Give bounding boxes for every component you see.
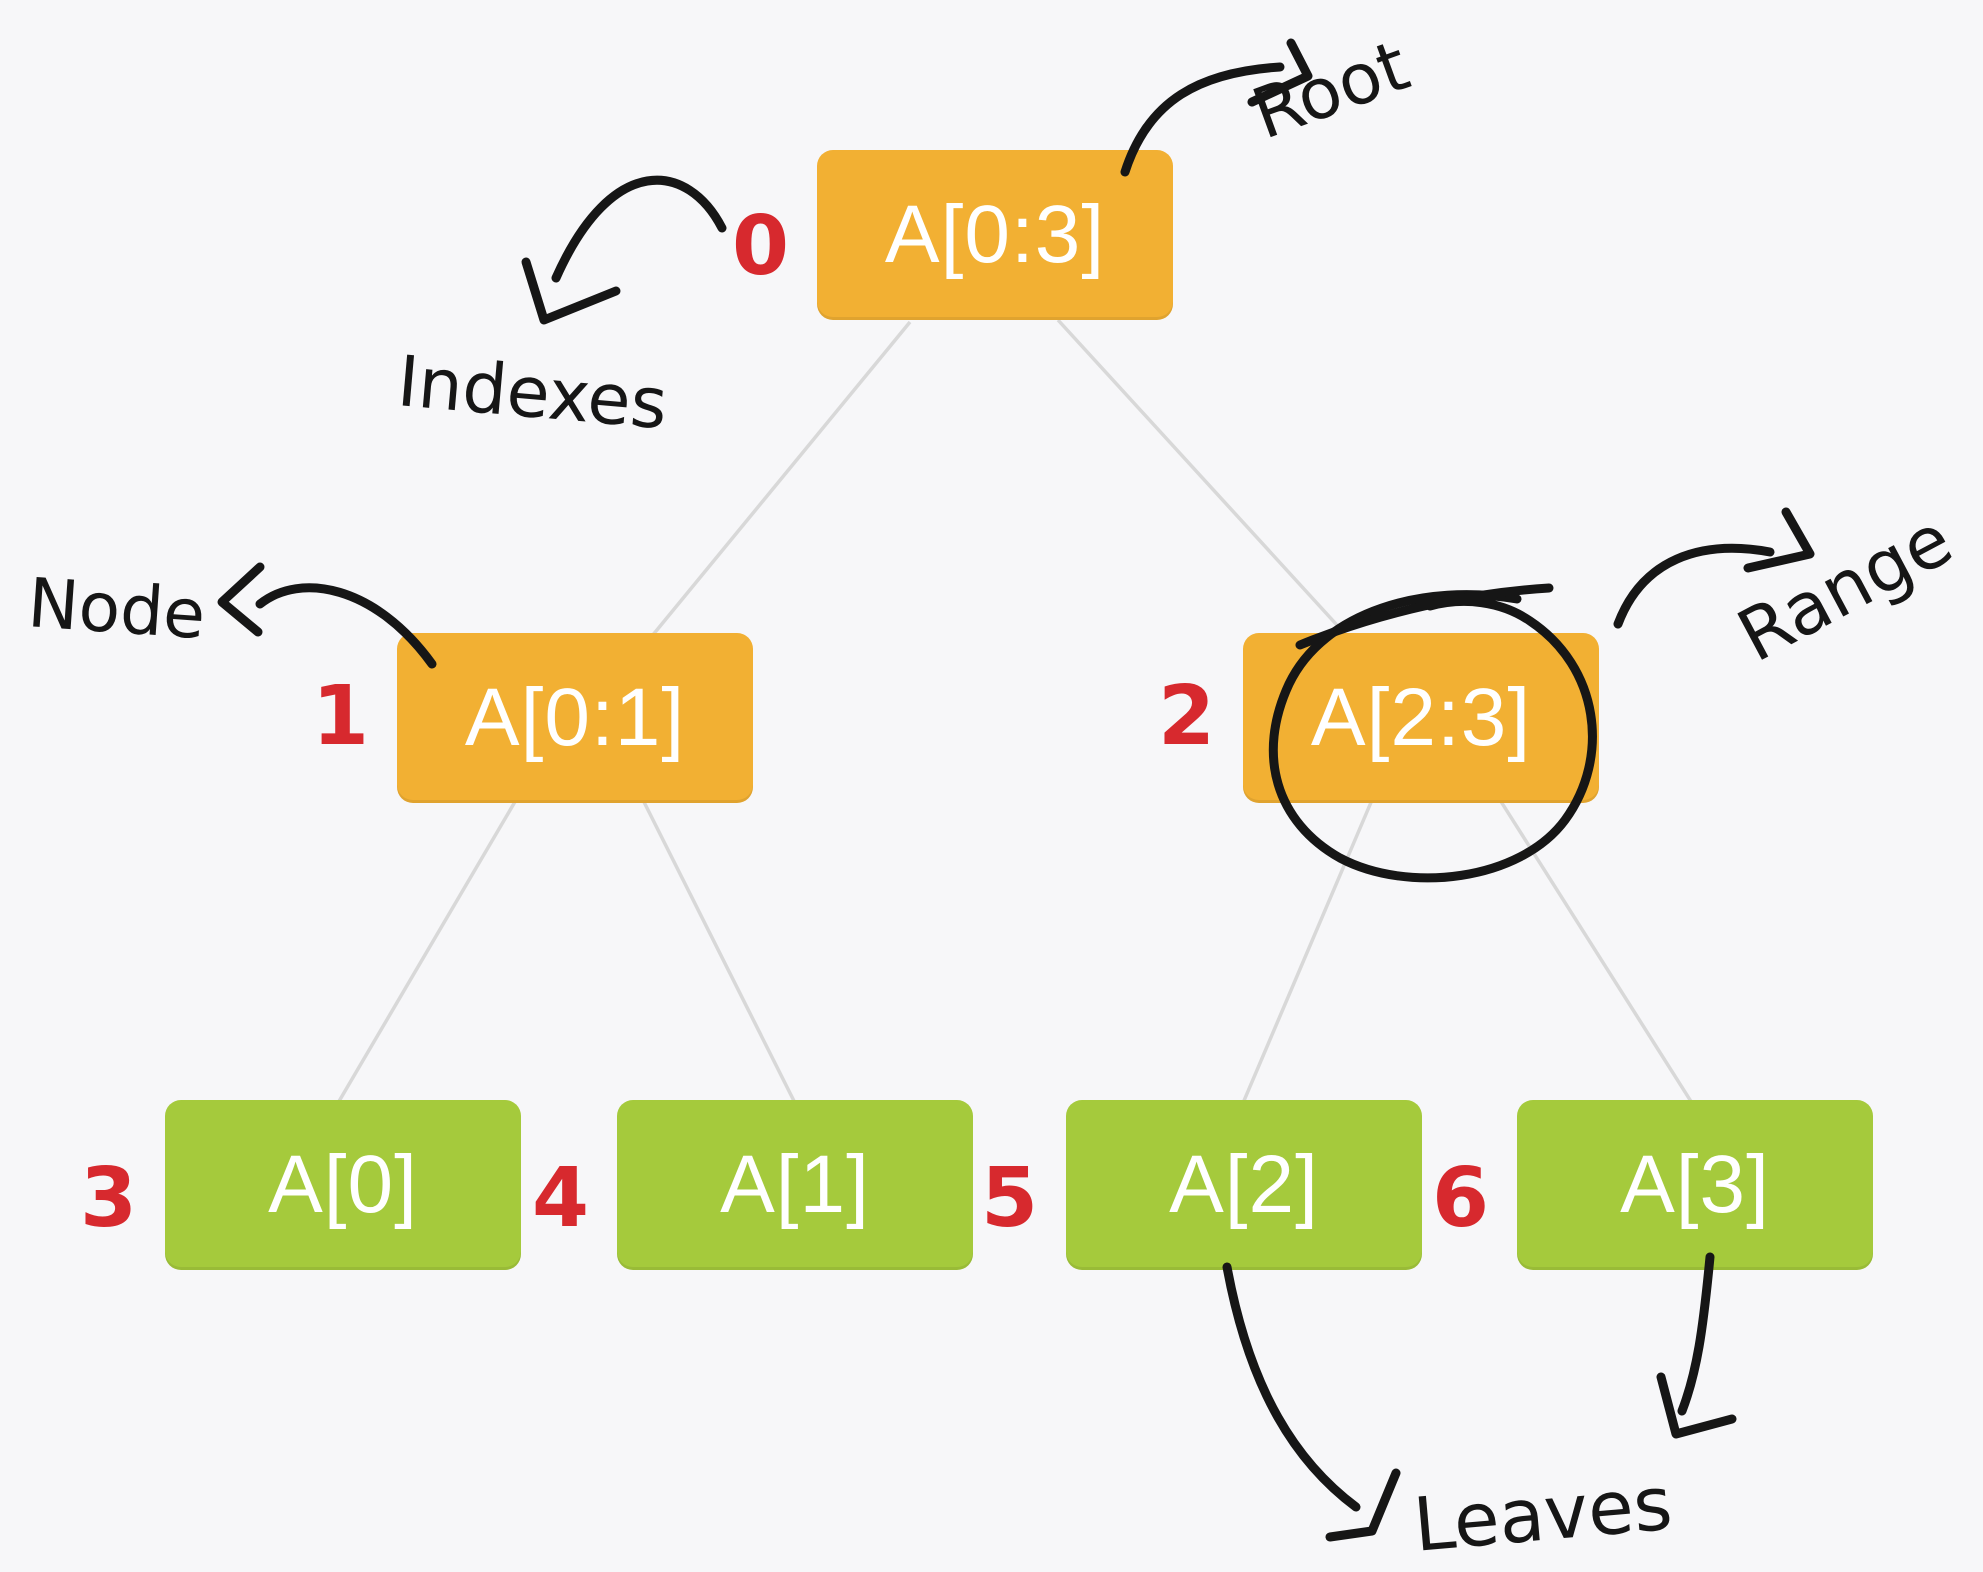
tree-leaf-2: A[2] xyxy=(1066,1100,1422,1270)
leaves-arrowhead-left-icon xyxy=(1325,1468,1401,1542)
tree-node-root: A[0:3] xyxy=(817,150,1173,320)
annotation-indexes: Indexes xyxy=(394,340,671,446)
node-range-label: A[0] xyxy=(268,1139,418,1230)
range-arrowhead-icon xyxy=(1743,507,1815,573)
tree-node-2-circled: A[2:3] xyxy=(1243,633,1599,803)
leaves-arrowhead-right-icon xyxy=(1656,1372,1737,1439)
leaves-arrow-left-curve xyxy=(1222,1262,1361,1512)
leaves-arrow-right-curve xyxy=(1677,1252,1715,1416)
index-number-leaf3: 6 xyxy=(1431,1151,1489,1246)
annotation-node: Node xyxy=(25,564,208,656)
edge-root-to-node2 xyxy=(1056,318,1349,638)
edge-node2-to-leaf2 xyxy=(1241,799,1374,1104)
annotation-range: Range xyxy=(1724,496,1966,679)
tree-leaf-0: A[0] xyxy=(165,1100,521,1270)
node-range-label: A[0:3] xyxy=(884,189,1106,280)
node-range-label: A[2] xyxy=(1169,1139,1319,1230)
node-range-label: A[2:3] xyxy=(1310,672,1532,763)
index-number-node1: 1 xyxy=(311,669,369,764)
edge-root-to-node1 xyxy=(650,320,912,638)
tree-node-1: A[0:1] xyxy=(397,633,753,803)
tree-leaf-1: A[1] xyxy=(617,1100,973,1270)
node-range-label: A[1] xyxy=(720,1139,870,1230)
node-arrowhead-icon xyxy=(217,562,265,637)
edge-node1-to-leaf0 xyxy=(336,799,518,1104)
edge-node2-to-leaf3 xyxy=(1498,799,1694,1104)
tree-leaf-3: A[3] xyxy=(1517,1100,1873,1270)
node-range-label: A[3] xyxy=(1620,1139,1770,1230)
index-number-leaf2: 5 xyxy=(980,1151,1038,1246)
index-number-node2: 2 xyxy=(1157,669,1215,764)
index-number-leaf1: 4 xyxy=(531,1151,589,1246)
index-number-leaf0: 3 xyxy=(79,1151,137,1246)
leaves-arrow-left xyxy=(1222,1262,1401,1542)
node-range-label: A[0:1] xyxy=(464,672,686,763)
index-number-root: 0 xyxy=(731,199,789,294)
annotation-leaves: Leaves xyxy=(1410,1460,1676,1569)
edge-node1-to-leaf1 xyxy=(641,799,797,1104)
annotation-root: Root xyxy=(1241,24,1420,156)
indexes-arrowhead-icon xyxy=(521,257,621,325)
leaves-arrow-right xyxy=(1656,1252,1737,1439)
